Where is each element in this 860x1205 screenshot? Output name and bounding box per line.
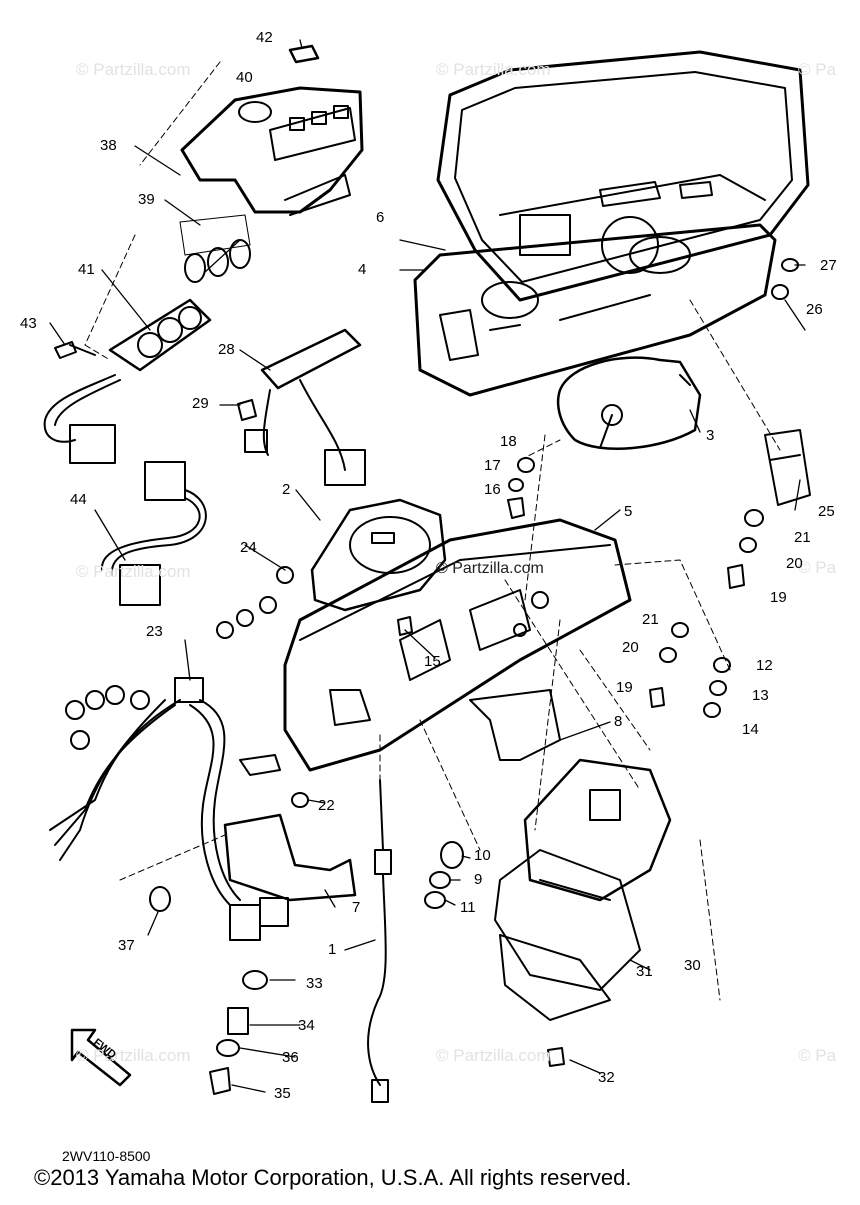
callout-26: 26 [806, 301, 823, 318]
watermark: © Pa [798, 60, 837, 79]
callout-15: 15 [424, 653, 441, 670]
callout-8: 8 [614, 713, 623, 730]
callout-13: 13 [752, 687, 769, 704]
callout-24: 24 [240, 539, 257, 556]
speedo-cable-part-1 [367, 779, 392, 1103]
watermark: © Partzilla.com [436, 1046, 551, 1065]
watermark: © Pa [798, 558, 837, 577]
callout-20b: 20 [786, 555, 803, 572]
callout-29: 29 [192, 395, 209, 412]
reference-lines [84, 61, 781, 1001]
harness-part-41 [43, 298, 212, 464]
bracket-part-8 [469, 689, 561, 761]
copyright-notice: ©2013 Yamaha Motor Corporation, U.S.A. A… [34, 1165, 632, 1190]
watermark: © Partzilla.com [76, 562, 191, 581]
callout-34: 34 [298, 1017, 315, 1034]
callout-37: 37 [118, 937, 135, 954]
bulb-part-29 [237, 399, 257, 421]
callout-14: 14 [742, 721, 759, 738]
screw-part-43 [54, 341, 96, 359]
callout-43: 43 [20, 315, 37, 332]
harness-part-44 [100, 461, 207, 606]
callout-42: 42 [256, 29, 273, 46]
callout-17: 17 [484, 457, 501, 474]
callout-31: 31 [636, 963, 653, 980]
callout-44: 44 [70, 491, 87, 508]
callout-11: 11 [460, 899, 476, 916]
callout-10: 10 [474, 847, 491, 864]
fasteners [149, 258, 799, 1095]
meter-cover-part-6 [436, 50, 810, 302]
callout-38: 38 [100, 137, 117, 154]
fwd-arrow-icon [70, 1028, 132, 1087]
callout-21b: 21 [794, 529, 811, 546]
harness-part-28 [244, 328, 366, 486]
watermark: © Pa [798, 1046, 837, 1065]
callout-4: 4 [358, 261, 367, 278]
callout-5: 5 [624, 503, 633, 520]
center-watermark: © Partzilla.com [436, 560, 544, 577]
meter-housing-part-5 [283, 518, 632, 772]
callout-21: 21 [642, 611, 659, 628]
callout-35: 35 [274, 1085, 291, 1102]
callout-20: 20 [622, 639, 639, 656]
watermark: © Partzilla.com [76, 1046, 191, 1065]
wiring-harness-part-23 [49, 566, 294, 941]
module-part-25 [764, 429, 811, 506]
callout-23: 23 [146, 623, 163, 640]
callout-41: 41 [78, 261, 95, 278]
switch-panel-part-40 [180, 86, 364, 216]
callout-33: 33 [306, 975, 323, 992]
speedometer-part-3 [556, 356, 702, 450]
callout-19: 19 [616, 679, 633, 696]
callout-22: 22 [318, 797, 335, 814]
bracket-part-7 [223, 813, 357, 902]
callout-9: 9 [474, 871, 483, 888]
callout-28: 28 [218, 341, 235, 358]
callout-19b: 19 [770, 589, 787, 606]
callout-12: 12 [756, 657, 773, 674]
diagram-id: 2WV110-8500 [62, 1148, 151, 1164]
callout-40: 40 [236, 69, 253, 86]
cap-part-42 [288, 44, 320, 64]
callout-32: 32 [598, 1069, 615, 1086]
callout-6: 6 [376, 209, 385, 226]
leader-lines [49, 39, 806, 1093]
callout-27: 27 [820, 257, 837, 274]
callout-16: 16 [484, 481, 501, 498]
meter-case-part-4 [413, 223, 777, 397]
tachometer-part-2 [310, 498, 447, 612]
watermark: © Partzilla.com [436, 60, 551, 79]
callout-36: 36 [282, 1049, 299, 1066]
callout-1: 1 [328, 941, 337, 958]
callout-18: 18 [500, 433, 517, 450]
callout-2: 2 [282, 481, 291, 498]
meter-assembly-part-30 [494, 758, 672, 1021]
callout-3: 3 [706, 427, 715, 444]
callout-25: 25 [818, 503, 835, 520]
callout-7: 7 [352, 899, 361, 916]
bulbs-part-39 [179, 214, 251, 283]
callout-30: 30 [684, 957, 701, 974]
watermark: © Partzilla.com [76, 60, 191, 79]
callout-39: 39 [138, 191, 155, 208]
